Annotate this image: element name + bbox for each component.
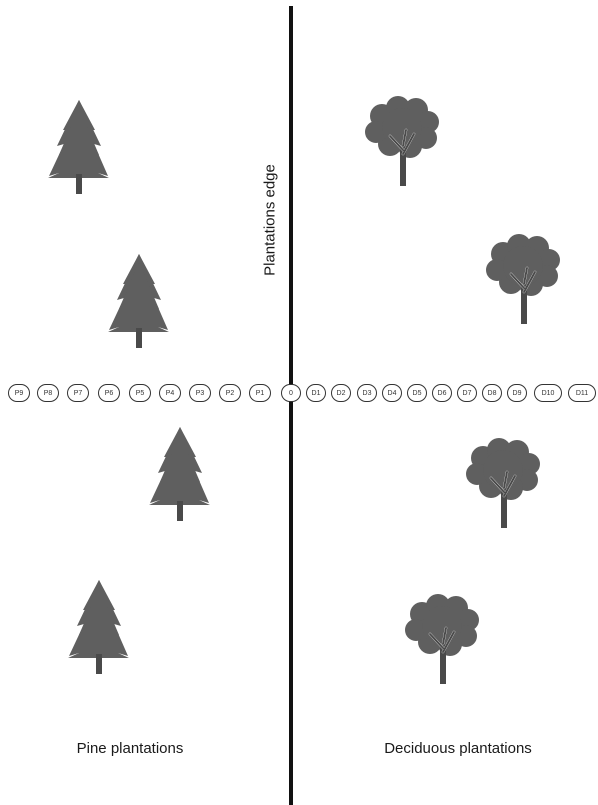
transect-point-p5: P5 — [129, 384, 151, 402]
deciduous-tree-icon — [466, 438, 540, 528]
pine-tree-icon — [149, 427, 210, 521]
transect-point-p6: P6 — [98, 384, 120, 402]
deciduous-plantations-label: Deciduous plantations — [384, 740, 532, 757]
transect-point-p4: P4 — [159, 384, 181, 402]
pine-plantations-label: Pine plantations — [77, 740, 184, 757]
pine-tree-icon — [48, 100, 109, 194]
transect-point-d5: D5 — [407, 384, 427, 402]
transect-point-p3: P3 — [189, 384, 211, 402]
transect-point-p7: P7 — [67, 384, 89, 402]
pine-tree-icon — [68, 580, 129, 674]
transect-point-d1: D1 — [306, 384, 326, 402]
transect-point-d7: D7 — [457, 384, 477, 402]
deciduous-tree-icon — [486, 234, 560, 324]
transect-point-p1: P1 — [249, 384, 271, 402]
transect-point-p9: P9 — [8, 384, 30, 402]
transect-point-d3: D3 — [357, 384, 377, 402]
transect-point-0: 0 — [281, 384, 301, 402]
transect-point-d10: D10 — [534, 384, 562, 402]
transect-point-d9: D9 — [507, 384, 527, 402]
transect-point-d2: D2 — [331, 384, 351, 402]
deciduous-tree-icon — [405, 594, 479, 684]
transect-point-p8: P8 — [37, 384, 59, 402]
transect-point-d4: D4 — [382, 384, 402, 402]
transect-point-p2: P2 — [219, 384, 241, 402]
transect-point-d8: D8 — [482, 384, 502, 402]
transect-point-d11: D11 — [568, 384, 596, 402]
deciduous-tree-icon — [365, 96, 439, 186]
transect-point-d6: D6 — [432, 384, 452, 402]
pine-tree-icon — [108, 254, 169, 348]
